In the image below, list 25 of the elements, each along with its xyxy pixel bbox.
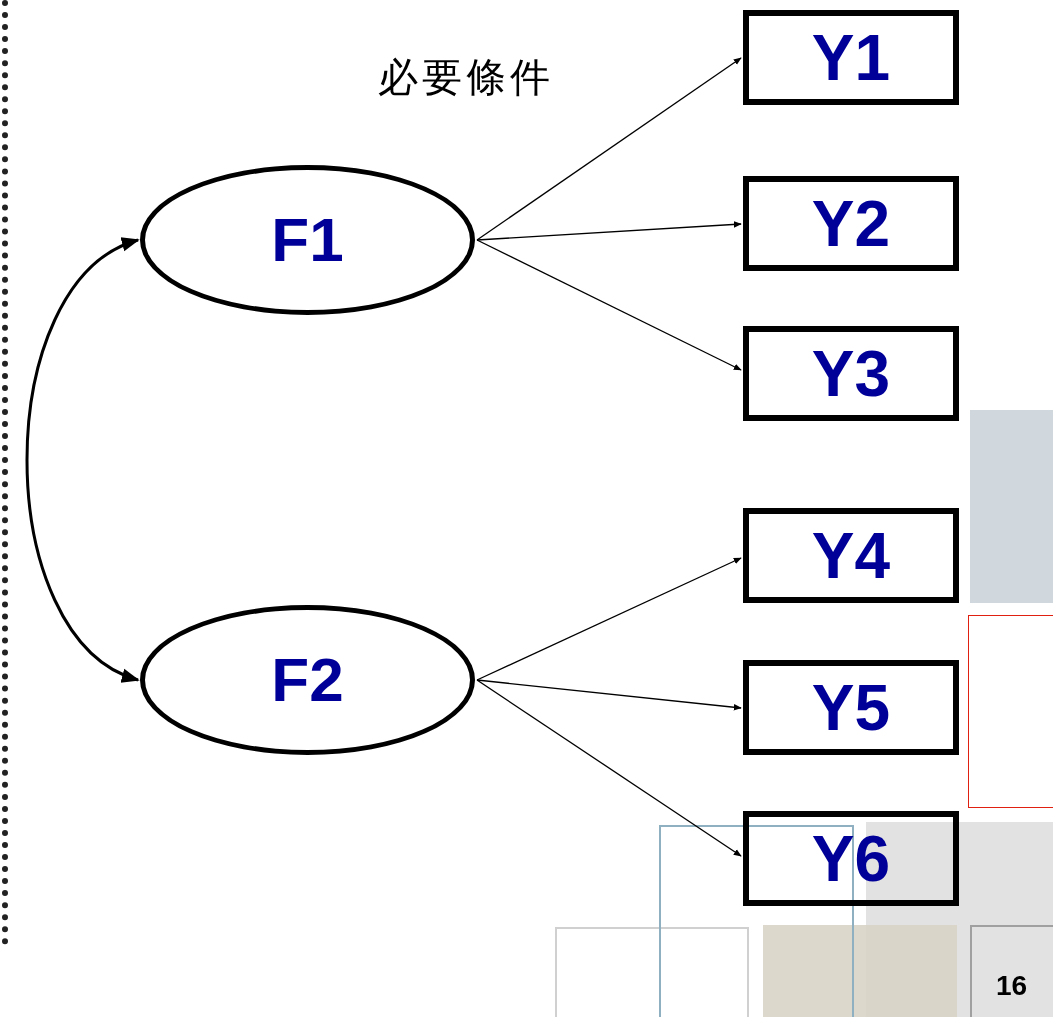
note-text: 必要條件 — [378, 58, 554, 98]
variable-label: F2 — [271, 649, 344, 711]
variable-label: Y5 — [811, 675, 891, 740]
factor-ellipse — [140, 165, 475, 315]
variable-label: F1 — [271, 209, 344, 271]
arrow — [476, 57, 742, 241]
factor-ellipse — [140, 605, 475, 755]
variable-label: Y3 — [811, 341, 891, 406]
indicator-box — [743, 660, 959, 755]
indicator-box — [743, 811, 959, 906]
indicator-box — [743, 176, 959, 271]
variable-label: Y4 — [811, 523, 891, 588]
indicator-box — [743, 326, 959, 421]
arrow — [25, 238, 140, 682]
arrow — [476, 679, 742, 857]
arrow — [476, 557, 742, 681]
indicator-box — [743, 10, 959, 105]
variable-label: Y6 — [811, 826, 891, 891]
arrow — [476, 221, 742, 241]
arrow — [476, 679, 742, 711]
variable-label: Y1 — [811, 25, 891, 90]
variable-label: Y2 — [811, 191, 891, 256]
arrow — [476, 239, 742, 371]
indicator-box — [743, 508, 959, 603]
page-number: 16 — [996, 972, 1028, 1000]
